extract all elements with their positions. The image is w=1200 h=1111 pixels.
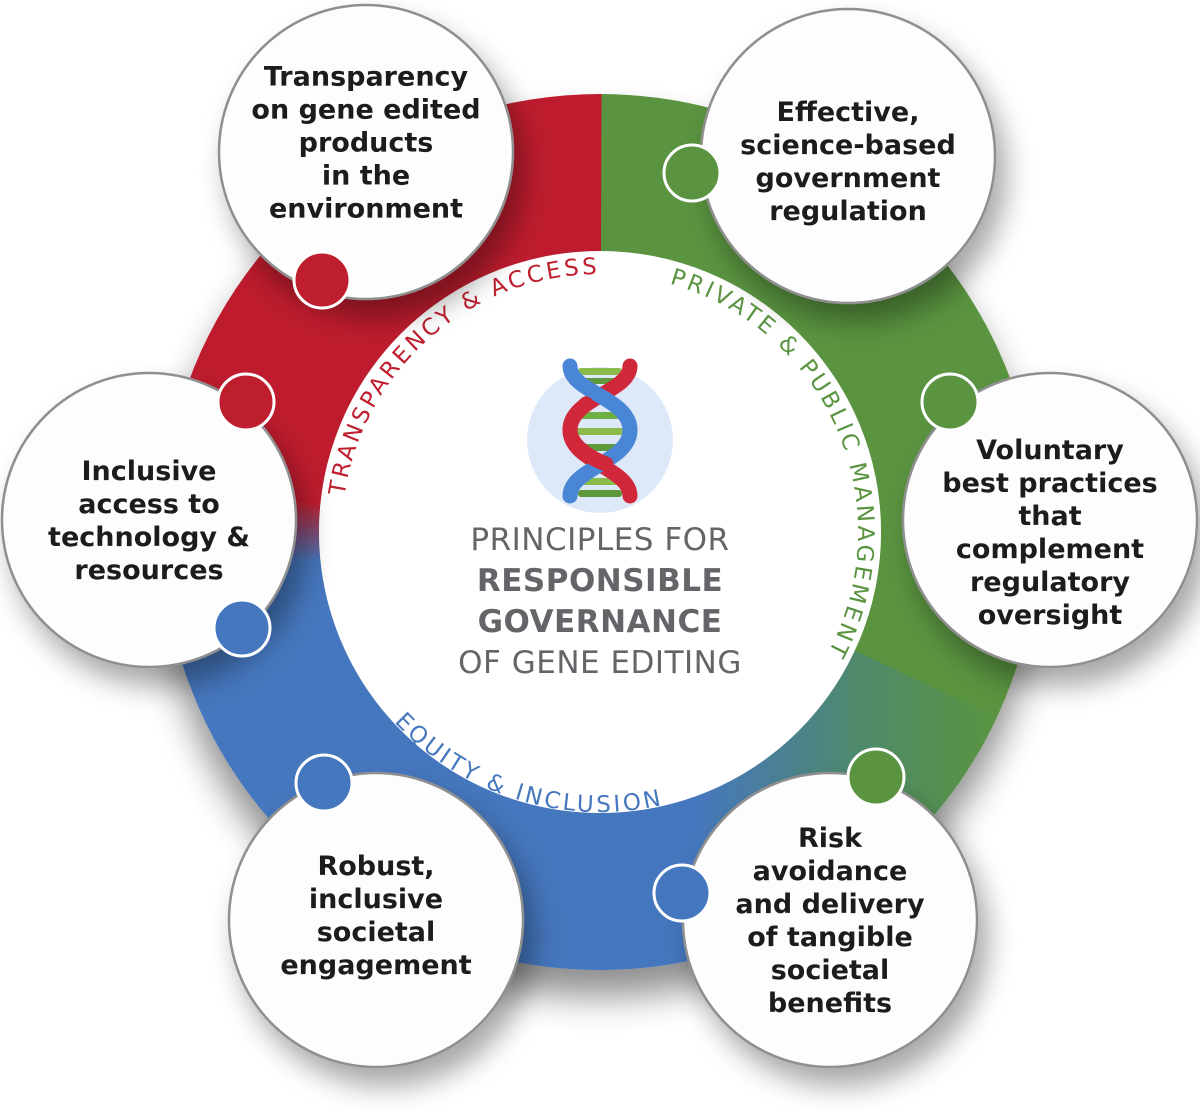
title-line-1: PRINCIPLES FOR <box>470 522 729 558</box>
bubble-circle <box>901 371 1199 669</box>
principle-text-line: complement <box>956 534 1144 565</box>
principle-text-line: avoidance <box>753 856 908 887</box>
title-line-4: OF GENE EDITING <box>458 645 742 681</box>
dna-icon-background <box>527 367 673 513</box>
principle-text-line: Risk <box>798 823 863 854</box>
principle-text-line: societal <box>317 917 436 948</box>
connector-dot-blue <box>212 598 272 658</box>
connector-dot-blue <box>294 753 354 813</box>
principle-text-line: engagement <box>280 950 471 981</box>
principle-text-line: regulatory <box>970 567 1130 598</box>
principle-text-line: inclusive <box>309 884 443 915</box>
center-disk <box>319 251 881 813</box>
principle-text-line: technology & <box>48 522 250 553</box>
principle-text-line: Voluntary <box>976 435 1124 466</box>
title-line-3: GOVERNANCE <box>478 604 723 640</box>
principle-text-line: societal <box>771 955 890 986</box>
page-title: PRINCIPLES FOR RESPONSIBLE GOVERNANCE OF… <box>458 522 742 681</box>
principle-text-line: regulation <box>769 196 927 227</box>
principle-text-line: oversight <box>978 600 1123 631</box>
title-line-2: RESPONSIBLE <box>477 563 723 599</box>
dna-helix-icon <box>527 358 673 513</box>
connector-dot-green <box>920 372 980 432</box>
principle-text-line: resources <box>74 555 223 586</box>
principle-text-line: benefits <box>768 988 892 1019</box>
principle-text-line: Robust, <box>317 851 434 882</box>
bubble-circle <box>681 771 979 1069</box>
bubble-circle <box>217 3 515 301</box>
principle-text-line: and delivery <box>735 889 925 920</box>
dna-strand-blue <box>562 358 638 504</box>
principle-text-line: on gene edited <box>251 94 480 125</box>
connector-dot-green <box>662 143 722 203</box>
principle-text-line: products <box>299 127 434 158</box>
principle-text-line: that <box>1018 501 1081 532</box>
dna-strand-red-overlap <box>562 396 614 472</box>
principle-text-line: government <box>756 163 941 194</box>
principle-text-line: in the <box>322 160 410 191</box>
principle-text-line: Inclusive <box>82 456 217 487</box>
connector-dot-red <box>216 372 276 432</box>
principle-text-line: environment <box>269 193 463 224</box>
principle-text-line: science-based <box>740 130 956 161</box>
principle-text-line: Transparency <box>264 61 469 92</box>
principle-text-line: of tangible <box>747 922 913 953</box>
bubble-circle <box>227 771 525 1069</box>
connector-dot-red <box>292 250 352 310</box>
principle-text-line: best practices <box>942 468 1157 499</box>
principle-text-line: Effective, <box>777 97 920 128</box>
bubble-circle <box>0 371 298 669</box>
ring-segment-blue-green <box>450 650 997 970</box>
connector-dot-blue <box>652 863 712 923</box>
connector-dot-green <box>846 747 906 807</box>
principle-text-line: access to <box>78 489 220 520</box>
